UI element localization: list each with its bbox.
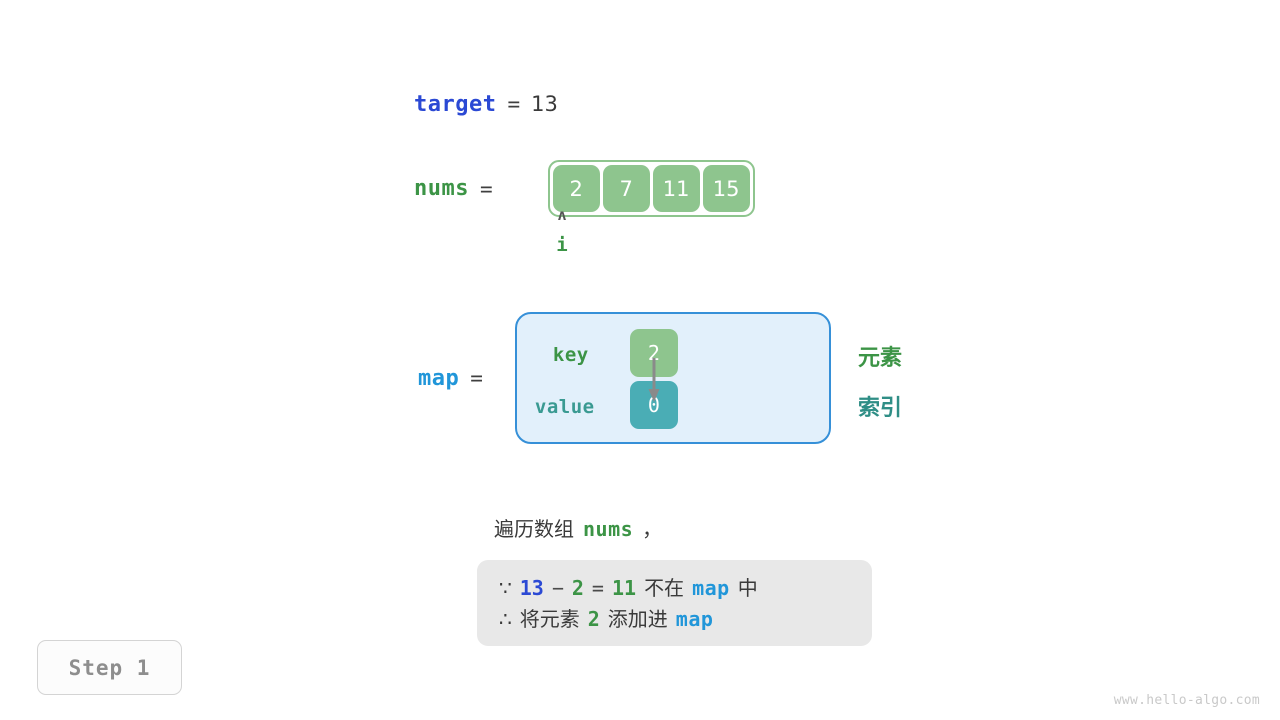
caption-code-nums: nums <box>583 517 634 541</box>
map-value-cell: 0 <box>629 381 678 429</box>
target-value: 13 <box>531 92 558 116</box>
array-cell: 11 <box>652 165 700 212</box>
info-target-number: 13 <box>519 576 544 600</box>
caret-up-icon: ʌ <box>557 206 567 224</box>
map-key-cell: 2 <box>629 329 678 377</box>
info-text-in: 中 <box>737 576 758 600</box>
nums-row: nums = 2 7 11 15 <box>414 160 755 217</box>
info-element-number: 2 <box>571 576 584 600</box>
info2-code-map: map <box>675 607 714 631</box>
info2-element-number: 2 <box>587 607 600 631</box>
info-line-2: ∴ 将元素 2 添加进 map <box>499 603 872 634</box>
info-minus-sign: − <box>551 576 564 600</box>
target-row: target = 13 <box>414 92 558 117</box>
caption-text-after: ， <box>642 517 663 541</box>
array-cell: 2 <box>552 165 600 212</box>
map-var-label: map <box>418 365 460 391</box>
info-result-number: 11 <box>611 576 637 600</box>
therefore-symbol: ∴ <box>499 607 512 631</box>
nums-array: 2 7 11 15 <box>547 160 755 217</box>
watermark: www.hello-algo.com <box>1113 693 1260 708</box>
map-row: map = key value 2 0 <box>418 312 831 444</box>
nums-var-label: nums <box>414 176 469 201</box>
step-badge: Step 1 <box>37 640 182 695</box>
pointer-label-i: i <box>556 234 568 256</box>
map-key-label: key <box>552 344 589 366</box>
side-label-element: 元素 <box>858 346 903 371</box>
info-line-1: ∵ 13 − 2 = 11 不在 map 中 <box>499 572 872 603</box>
map-box: key value 2 0 <box>514 312 831 444</box>
info2-text-mid: 添加进 <box>607 607 668 631</box>
caption-text-before: 遍历数组 <box>494 517 574 541</box>
map-value-label: value <box>534 396 595 418</box>
array-cell: 7 <box>602 165 650 212</box>
info-text-not-in: 不在 <box>644 576 685 600</box>
info2-text-before: 将元素 <box>519 607 580 631</box>
caption-line: 遍历数组 nums ， <box>494 513 662 542</box>
index-pointer-group: ʌ i <box>552 208 572 255</box>
info-equals-sign: = <box>591 576 604 600</box>
info-code-map: map <box>692 576 730 600</box>
info-box: ∵ 13 − 2 = 11 不在 map 中 ∴ 将元素 2 添加进 map <box>477 560 872 646</box>
array-cell: 15 <box>702 165 750 212</box>
because-symbol: ∵ <box>499 576 512 600</box>
target-equals-sign: = <box>507 92 521 116</box>
nums-equals-sign: = <box>479 176 493 201</box>
target-var-label: target <box>414 92 497 117</box>
side-label-index: 索引 <box>858 396 903 421</box>
step-label: Step 1 <box>68 655 151 680</box>
map-equals-sign: = <box>470 366 483 390</box>
